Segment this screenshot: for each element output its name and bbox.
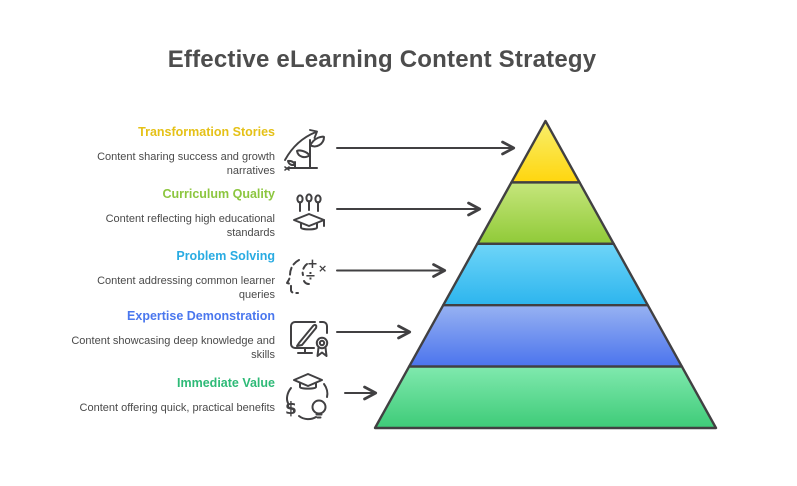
level-label: Expertise Demonstration (127, 309, 275, 323)
pyramid-level-immediate-value (373, 365, 718, 430)
level-description: Content reflecting high educational stan… (105, 213, 275, 239)
level-text-problem-solving: Problem Solving Content addressing commo… (60, 249, 275, 302)
level-label: Immediate Value (177, 376, 275, 390)
head-math-symbols-icon: + ÷ × (286, 257, 327, 294)
level-label: Problem Solving (176, 249, 275, 263)
pyramid (373, 119, 718, 430)
level-description: Content addressing common learner querie… (97, 275, 275, 301)
pyramid-level-problem-solving (442, 242, 649, 307)
level-description: Content showcasing deep knowledge and sk… (71, 335, 275, 361)
level-text-expertise-demonstration: Expertise Demonstration Content showcasi… (60, 309, 275, 362)
page-title: Effective eLearning Content Strategy (167, 46, 597, 73)
level-text-curriculum-quality: Curriculum Quality Content reflecting hi… (60, 187, 275, 240)
graduation-sprouts-icon (293, 193, 325, 231)
plant-growth-arrow-icon (284, 129, 325, 171)
svg-text:$: $ (285, 399, 297, 419)
svg-text:×: × (318, 262, 327, 275)
arrows (336, 140, 516, 401)
level-text-transformation-stories: Transformation Stories Content sharing s… (60, 125, 275, 178)
level-text-immediate-value: Immediate Value Content offering quick, … (60, 376, 275, 415)
svg-text:÷: ÷ (305, 269, 316, 284)
level-description: Content offering quick, practical benefi… (79, 402, 275, 414)
pyramid-level-curriculum-quality (476, 181, 615, 246)
monitor-pen-award-icon (290, 321, 329, 357)
level-label: Curriculum Quality (162, 187, 275, 201)
svg-text:+: + (307, 257, 318, 272)
level-label: Transformation Stories (138, 125, 275, 139)
cap-dollar-bulb-icon: $ (285, 373, 329, 421)
level-description: Content sharing success and growth narra… (97, 151, 275, 177)
pyramid-level-expertise-demonstration (407, 304, 684, 368)
pyramid-level-transformation-stories (510, 119, 581, 184)
